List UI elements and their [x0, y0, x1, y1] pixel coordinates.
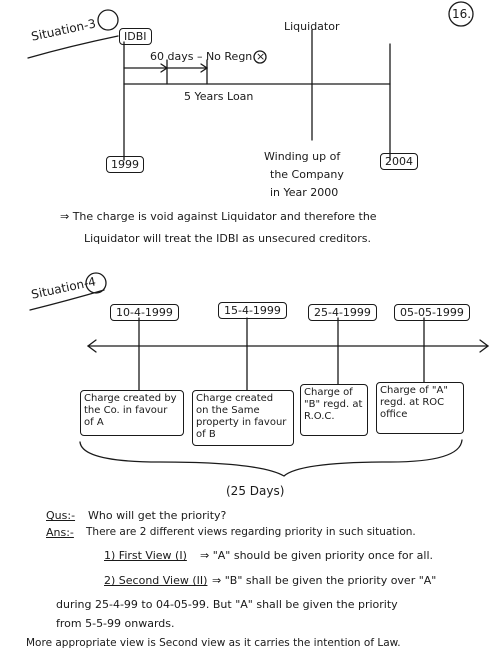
duration-label: (25 Days)	[226, 484, 285, 498]
idbi-label: IDBI	[124, 30, 147, 43]
event-1-line-3: of A	[84, 417, 104, 428]
question-label: Qus:-	[46, 509, 76, 522]
date-3: 25-4-1999	[314, 306, 371, 319]
winding-up-line-1: Winding up of	[264, 150, 341, 163]
idbi-box: IDBI	[119, 28, 152, 45]
start-year: 1999	[111, 158, 139, 171]
situation4-underline	[29, 289, 105, 311]
event-3-line-1: Charge of	[304, 387, 353, 398]
event-box-4: Charge of "A" regd. at ROC office	[376, 382, 464, 434]
situation3-conclusion-2: Liquidator will treat the IDBI as unsecu…	[84, 232, 371, 245]
view1-text: ⇒ "A" should be given priority once for …	[200, 549, 433, 562]
view2-label: 2) Second View (II)	[104, 574, 208, 587]
end-year-box: 2004	[380, 153, 418, 170]
question-text: Who will get the priority?	[88, 509, 227, 522]
date-1: 10-4-1999	[116, 306, 173, 319]
event-4-line-3: office	[380, 409, 408, 420]
answer-intro: There are 2 different views regarding pr…	[86, 526, 416, 538]
days-note: 60 days – No Regn	[150, 50, 253, 63]
duration-brace	[79, 439, 463, 477]
date-box-3: 25-4-1999	[308, 304, 377, 321]
view2-line-2: during 25-4-99 to 04-05-99. But "A" shal…	[56, 598, 398, 611]
date-box-2: 15-4-1999	[218, 302, 287, 319]
date-box-4: 05-05-1999	[394, 304, 470, 321]
situation3-underline	[27, 35, 119, 59]
loan-label: 5 Years Loan	[184, 90, 254, 103]
date-4: 05-05-1999	[400, 306, 464, 319]
winding-up-line-3: in Year 2000	[270, 186, 339, 199]
event-box-3: Charge of "B" regd. at R.O.C.	[300, 384, 368, 436]
situation3-number-circle	[97, 9, 119, 31]
event-box-1: Charge created by the Co. in favour of A	[80, 390, 184, 436]
event-3-line-3: R.O.C.	[304, 411, 335, 422]
situation3-conclusion-1: ⇒ The charge is void against Liquidator …	[60, 210, 377, 223]
event-2-line-3: property in favour	[196, 417, 287, 428]
event-2-line-1: Charge created	[196, 393, 274, 404]
event-box-2: Charge created on the Same property in f…	[192, 390, 294, 446]
end-year: 2004	[385, 155, 413, 168]
event-4-line-1: Charge of "A"	[380, 385, 448, 396]
page-number: 16.	[452, 7, 472, 21]
view2-text: ⇒ "B" shall be given the priority over "…	[212, 574, 437, 587]
cross-circle	[253, 50, 267, 64]
situation4-number-circle	[85, 272, 107, 294]
event-2-line-4: of B	[196, 429, 216, 440]
winding-up-line-2: the Company	[270, 168, 344, 181]
cross-mark: ×	[256, 50, 266, 63]
start-year-box: 1999	[106, 156, 144, 173]
liquidator-label: Liquidator	[284, 20, 340, 33]
event-1-line-2: the Co. in favour	[84, 405, 168, 416]
final-conclusion: More appropriate view is Second view as …	[26, 637, 401, 649]
date-2: 15-4-1999	[224, 304, 281, 317]
event-3-line-2: "B" regd. at	[304, 399, 363, 410]
event-1-line-1: Charge created by	[84, 393, 177, 404]
answer-label: Ans:-	[46, 526, 74, 539]
event-2-line-2: on the Same	[196, 405, 260, 416]
event-4-line-2: regd. at ROC	[380, 397, 445, 408]
date-box-1: 10-4-1999	[110, 304, 179, 321]
view1-label: 1) First View (I)	[104, 549, 187, 562]
page-number-circle	[448, 1, 474, 27]
view2-line-3: from 5-5-99 onwards.	[56, 617, 175, 630]
